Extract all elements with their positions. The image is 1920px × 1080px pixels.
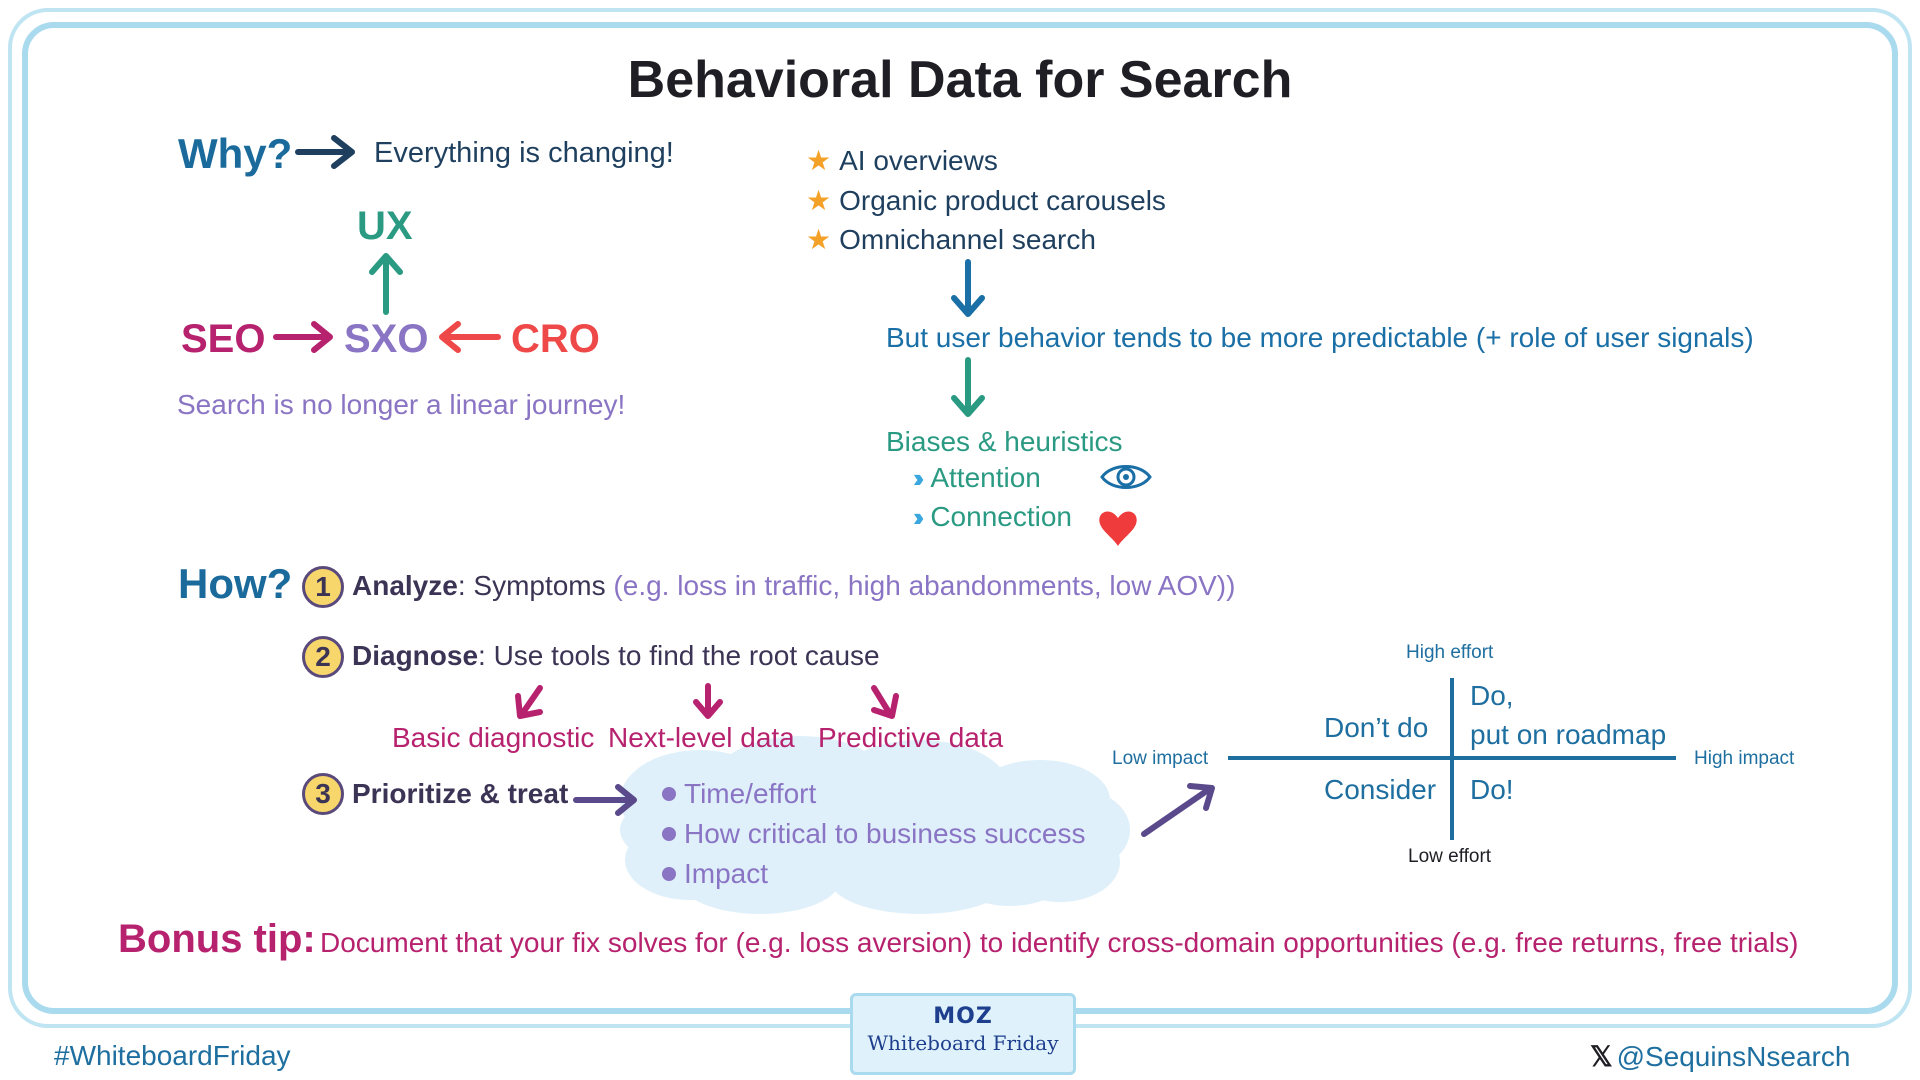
bullet-icon [662, 827, 676, 841]
diagnose-arrow-next [693, 683, 723, 719]
star-item-omnichannel: ★ Omnichannel search [806, 223, 1096, 256]
matrix-right-label: High impact [1694, 748, 1795, 769]
biases-heading: Biases & heuristics [886, 426, 1123, 457]
star-icon: ★ [806, 185, 832, 216]
quadrant-roadmap-line2: put on roadmap [1470, 719, 1667, 750]
cro-label: CRO [511, 317, 600, 361]
bias-item-label: Connection [930, 501, 1072, 532]
bullet-icon [662, 787, 676, 801]
author-handle: @SequinsNsearch [1616, 1040, 1851, 1072]
quadrant-dont-do: Don’t do [1324, 712, 1429, 743]
cloud-item-label: How critical to business success [684, 818, 1086, 849]
cloud-item-label: Time/effort [684, 778, 817, 809]
star-item-label: Omnichannel search [839, 223, 1096, 255]
moz-logo: MOZ [933, 1004, 993, 1029]
step-text: : Use tools to find the root cause [478, 640, 880, 671]
star-item-label: Organic product carousels [839, 184, 1166, 216]
diagnose-arrow-basic [515, 685, 543, 719]
how-heading: How? [178, 560, 293, 607]
step-3-number: 3 [302, 773, 344, 815]
star-item-ai-overviews: ★ AI overviews [806, 144, 998, 177]
matrix-left-label: Low impact [1112, 748, 1209, 769]
diagnose-arrow-predictive [871, 685, 899, 719]
star-icon: ★ [806, 224, 832, 255]
step-diagnose: Diagnose: Use tools to find the root cau… [352, 640, 880, 672]
cloud-item-critical: How critical to business success [662, 818, 1085, 850]
bias-item-label: Attention [930, 462, 1041, 493]
bonus-heading: Bonus tip: [118, 917, 316, 961]
author-handle-link[interactable]: 𝕏 @SequinsNsearch [1590, 1040, 1850, 1073]
prediction-text: But user behavior tends to be more predi… [886, 322, 1754, 353]
x-logo-icon: 𝕏 [1590, 1041, 1613, 1072]
bonus-text: Document that your fix solves for (e.g. … [320, 927, 1799, 958]
double-chevron-icon: ›› [913, 462, 925, 493]
why-text: Everything is changing! [374, 137, 674, 169]
star-item-label: AI overviews [839, 144, 998, 176]
star-icon: ★ [806, 145, 832, 176]
predict-down-arrow [951, 259, 985, 317]
step-1-number: 1 [302, 566, 344, 608]
sxo-label: SXO [344, 317, 429, 361]
matrix-top-label: High effort [1406, 642, 1494, 663]
page-title: Behavioral Data for Search [627, 51, 1293, 109]
step-analyze: Analyze: Symptoms (e.g. loss in traffic,… [352, 570, 1235, 602]
linear-journey-note: Search is no longer a linear journey! [177, 389, 626, 420]
cloud-item-impact: Impact [662, 858, 768, 890]
cloud-to-matrix-arrow [1141, 783, 1215, 837]
prioritize-arrow [573, 784, 637, 816]
eye-icon [1100, 465, 1152, 489]
cro-to-sxo-arrow [439, 321, 501, 353]
quadrant-do: Do! [1470, 774, 1514, 805]
cloud-item-label: Impact [684, 858, 769, 889]
double-chevron-icon: ›› [913, 501, 925, 532]
seo-to-sxo-arrow [273, 321, 333, 353]
diagnose-basic: Basic diagnostic [392, 722, 595, 753]
step-bold: Analyze [352, 570, 458, 601]
priority-matrix-axes [1228, 678, 1676, 840]
moz-whiteboard-friday-badge: MOZ Whiteboard Friday [850, 993, 1076, 1075]
cloud-shape [620, 736, 1130, 914]
step-2-number: 2 [302, 636, 344, 678]
diagnose-next-level: Next-level data [608, 722, 795, 753]
bias-item-connection: ›› Connection [913, 501, 1072, 533]
sxo-to-ux-arrow [369, 253, 403, 315]
series-name: Whiteboard Friday [867, 1031, 1059, 1055]
bias-item-attention: ›› Attention [913, 462, 1041, 494]
why-arrow [295, 135, 355, 169]
diagnose-predictive: Predictive data [818, 722, 1004, 753]
heart-icon [1099, 511, 1137, 546]
biases-down-arrow [951, 357, 985, 417]
star-item-carousels: ★ Organic product carousels [806, 184, 1166, 217]
step-bold: Prioritize & treat [352, 778, 569, 809]
quadrant-roadmap-line1: Do, [1470, 680, 1514, 711]
why-heading: Why? [178, 130, 293, 177]
step-prioritize: Prioritize & treat [352, 778, 568, 810]
step-text: : Symptoms [457, 570, 614, 601]
seo-label: SEO [181, 317, 266, 361]
quadrant-consider: Consider [1324, 774, 1437, 805]
hashtag-link[interactable]: #WhiteboardFriday [54, 1040, 291, 1071]
step-extra: (e.g. loss in traffic, high abandonments… [613, 570, 1236, 601]
step-bold: Diagnose [352, 640, 479, 671]
bullet-icon [662, 867, 676, 881]
cloud-item-time: Time/effort [662, 778, 816, 810]
matrix-bottom-label: Low effort [1408, 846, 1492, 867]
ux-label: UX [357, 204, 413, 248]
